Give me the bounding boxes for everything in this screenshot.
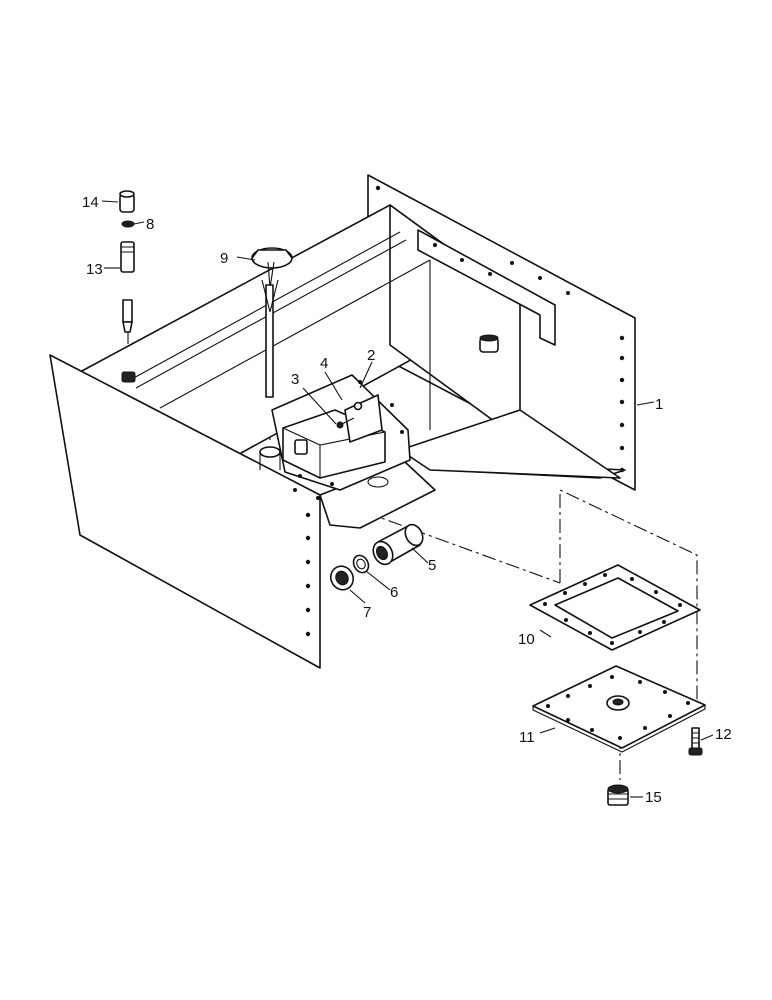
upper-bracket-strip xyxy=(417,229,556,346)
callout-3: 3 xyxy=(291,371,299,388)
leader-lines xyxy=(101,200,714,798)
support-gusset-lower xyxy=(399,409,621,479)
breather-nut xyxy=(121,371,136,383)
callout-1: 1 xyxy=(655,396,663,413)
drain-plug xyxy=(607,784,629,806)
seal-ring xyxy=(352,554,370,574)
inspection-cover-assembly xyxy=(271,374,411,491)
breather-washer xyxy=(121,220,135,228)
filler-socket xyxy=(259,446,281,470)
callout-15: 15 xyxy=(645,789,662,806)
drain-fitting-assembly xyxy=(329,523,424,591)
breather-cap xyxy=(119,190,135,213)
side-pipe-stub xyxy=(479,334,499,353)
switch-screw xyxy=(336,417,355,429)
callout-12: 12 xyxy=(715,726,732,743)
gasket-holes xyxy=(543,573,682,645)
callout-7: 7 xyxy=(363,604,371,621)
cover-plate xyxy=(532,665,706,753)
dipstick xyxy=(251,247,293,398)
cover-plate-holes xyxy=(546,675,690,740)
drain-adapter xyxy=(329,565,355,591)
callout-8: 8 xyxy=(146,216,154,233)
callout-14: 14 xyxy=(82,194,99,211)
front-flange-plate xyxy=(49,354,321,669)
breather-assembly xyxy=(119,190,136,383)
callout-5: 5 xyxy=(428,557,436,574)
callout-10: 10 xyxy=(518,631,535,648)
callout-2: 2 xyxy=(367,347,375,364)
callout-9: 9 xyxy=(220,250,228,267)
tank-housing xyxy=(49,174,636,669)
callout-11: 11 xyxy=(519,729,535,746)
cover-gasket xyxy=(529,564,701,651)
breather-pipe xyxy=(120,241,135,333)
drain-plug-body xyxy=(372,523,424,566)
callout-labels: 1 2 3 4 5 6 7 8 9 10 11 12 13 14 15 xyxy=(82,194,732,806)
switch-washer xyxy=(353,401,363,411)
callout-6: 6 xyxy=(390,584,398,601)
cover-frame-holes xyxy=(298,380,404,486)
callout-4: 4 xyxy=(320,355,328,372)
callout-13: 13 xyxy=(86,261,103,278)
cover-bolt xyxy=(688,727,703,756)
bracket-holes xyxy=(433,243,492,276)
